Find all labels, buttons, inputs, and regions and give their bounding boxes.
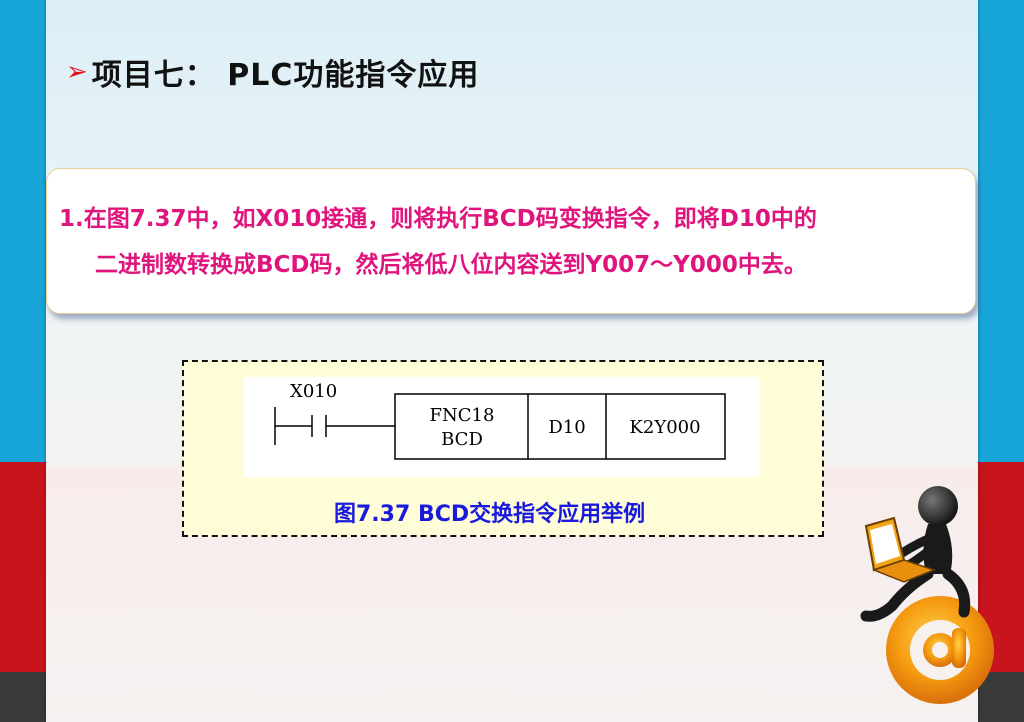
instruction-code: FNC18 [430, 405, 495, 426]
page-title-text: 项目七： PLC功能指令应用 [91, 58, 480, 93]
figure-caption: 图7.37 BCD交换指令应用举例 [334, 502, 646, 527]
operand-source: D10 [548, 417, 585, 438]
ladder-diagram-svg: X010 FNC18 BCD D10 K2Y000 [274, 381, 726, 460]
note-line-2: 二进制数转换成BCD码，然后将低八位内容送到Y007～Y000中去。 [95, 252, 807, 278]
instruction-mnemonic: BCD [441, 429, 483, 450]
arrow-bullet-icon: ➢ [66, 57, 88, 87]
ladder-diagram: X010 FNC18 BCD D10 K2Y000 [244, 377, 760, 477]
note-line-1: 1.在图7.37中，如X010接通，则将执行BCD码变换指令，即将D10中的 [59, 206, 817, 232]
mascot-at-icon [860, 486, 994, 704]
operand-destination: K2Y000 [629, 417, 700, 438]
note-box: 1.在图7.37中，如X010接通，则将执行BCD码变换指令，即将D10中的 二… [46, 168, 976, 314]
contact-label: X010 [290, 381, 337, 402]
instruction-box [394, 393, 726, 460]
figure-frame: X010 FNC18 BCD D10 K2Y000 图7.37 BCD交换指令应… [182, 360, 824, 537]
page-title: ➢ 项目七： PLC功能指令应用 [66, 50, 479, 94]
